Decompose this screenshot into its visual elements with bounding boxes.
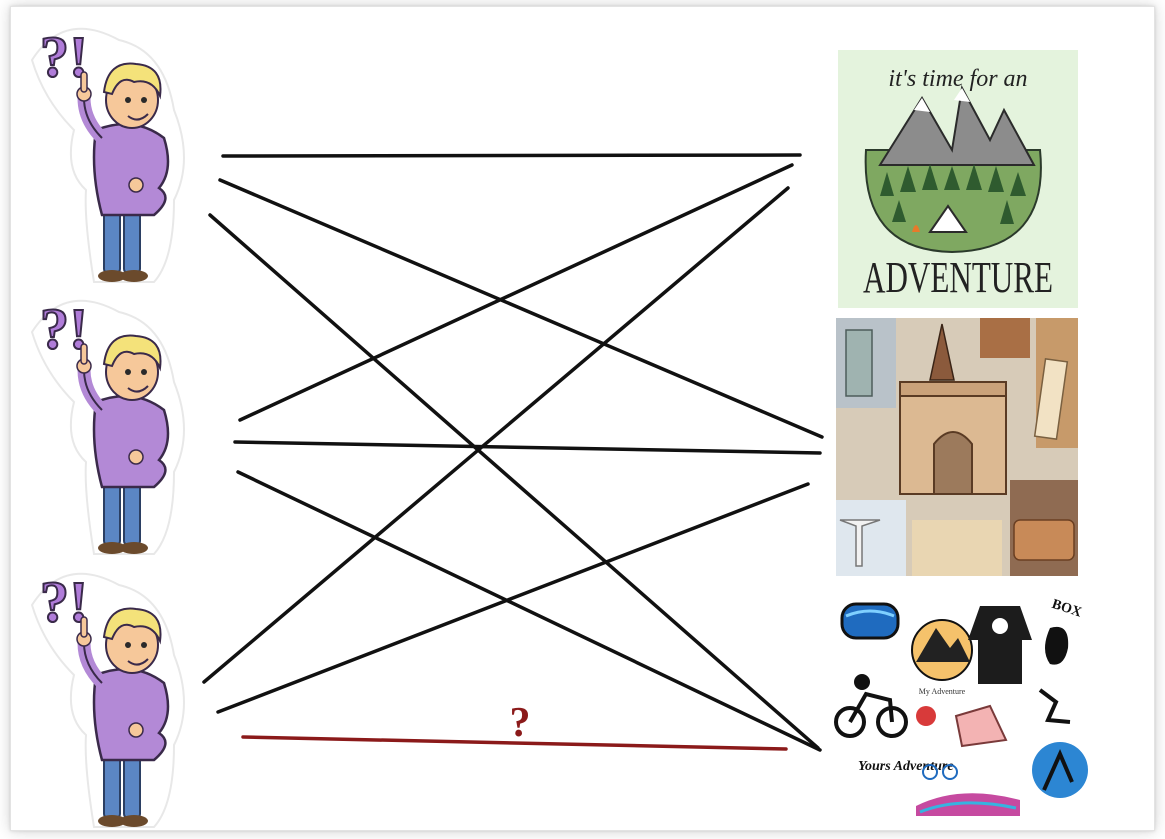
extreme-sports-stickers: My Adventure BOX Yours Adventure	[836, 582, 1088, 820]
goggles-sticker	[842, 604, 898, 638]
adventure-caption-top: it's time for an	[888, 66, 1027, 92]
adventure-caption-main: ADVENTURE	[863, 253, 1053, 302]
line-1	[223, 155, 800, 156]
line-2	[220, 180, 822, 437]
snowboard-sticker	[1032, 742, 1088, 798]
line-4	[240, 165, 792, 420]
line-8	[218, 484, 808, 712]
matching-lines	[204, 155, 822, 750]
badge-caption: My Adventure	[919, 687, 966, 696]
line-5	[235, 442, 820, 453]
landmarks-collage	[836, 318, 1078, 576]
thinking-boy-1: ?!	[0, 0, 184, 282]
script-sticker-text: Yours Adventure	[858, 759, 954, 774]
question-mark: ?	[510, 700, 531, 746]
adventure-poster: it's time for an ADVENTURE	[838, 50, 1078, 308]
line-7	[204, 188, 788, 682]
